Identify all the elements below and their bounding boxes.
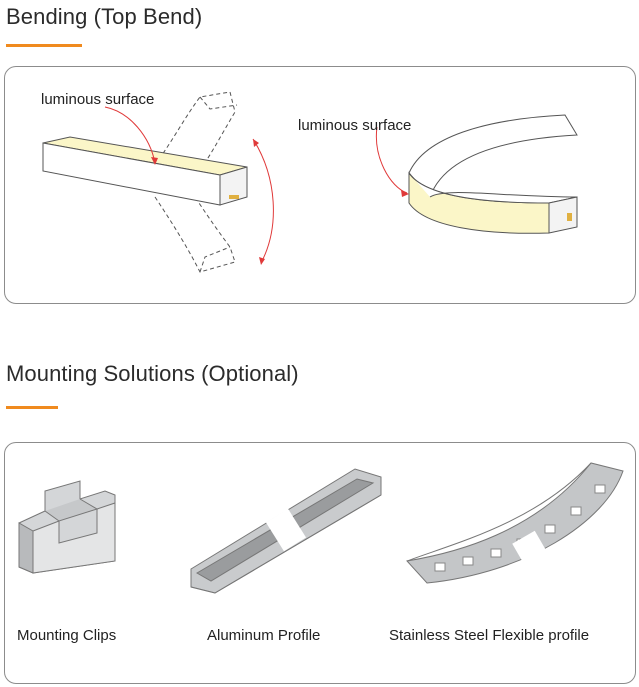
bending-title-accent — [6, 44, 82, 47]
straight-bar-drawing — [42, 91, 248, 273]
bending-title: Bending (Top Bend) — [6, 4, 203, 29]
mounting-clip-image — [18, 480, 116, 574]
steel-profile-label: Stainless Steel Flexible profile — [389, 627, 590, 644]
aluminum-profile-image — [190, 468, 382, 594]
left-label-arrow — [104, 106, 156, 164]
steel-profile-image — [406, 462, 624, 584]
left-arrow-head — [151, 157, 158, 165]
mounting-title-accent — [6, 406, 58, 409]
bending-illustration — [42, 91, 578, 273]
right-luminous-label: luminous surface — [298, 117, 412, 134]
curved-bar-drawing — [408, 114, 578, 234]
mounting-title: Mounting Solutions (Optional) — [6, 361, 299, 386]
bend-direction-arrow — [252, 138, 274, 264]
right-label-arrow — [375, 126, 408, 194]
bending-panel: luminous surface luminous surface — [4, 66, 636, 304]
left-luminous-label: luminous surface — [41, 91, 155, 108]
mounting-illustrations — [18, 462, 624, 594]
aluminum-profile-label: Aluminum Profile — [207, 627, 321, 644]
mounting-clips-label: Mounting Clips — [17, 627, 117, 644]
mounting-panel: Mounting Clips Aluminum Profile Stainles… — [4, 442, 636, 684]
